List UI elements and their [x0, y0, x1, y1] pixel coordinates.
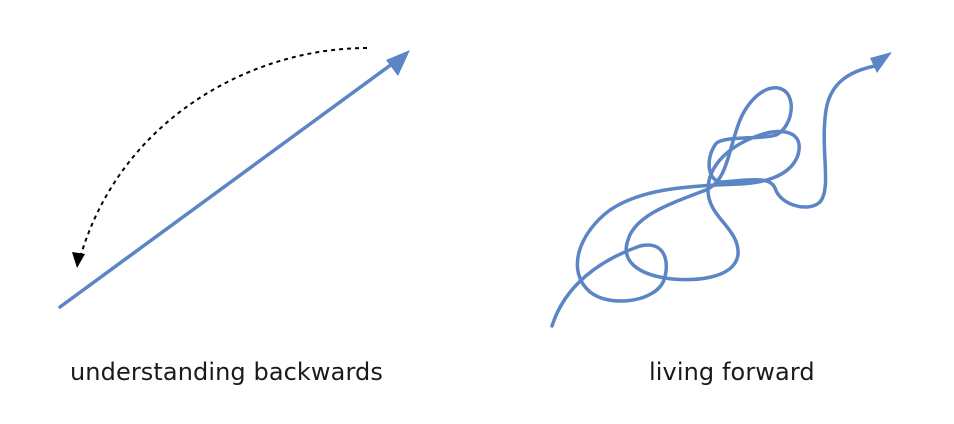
caption-living-forward: living forward: [649, 358, 815, 386]
straight-line: [58, 62, 394, 309]
caption-understanding-backwards: understanding backwards: [70, 358, 383, 386]
dotted-arrowhead-icon: [72, 252, 85, 268]
dotted-curve: [79, 47, 368, 259]
tangled-arrow: [550, 52, 892, 328]
dotted-backward-arrow: [72, 47, 368, 268]
tangled-line: [550, 64, 877, 328]
straight-arrowhead-icon: [386, 50, 410, 76]
straight-arrow: [58, 50, 410, 309]
tangled-arrowhead-icon: [870, 52, 892, 73]
